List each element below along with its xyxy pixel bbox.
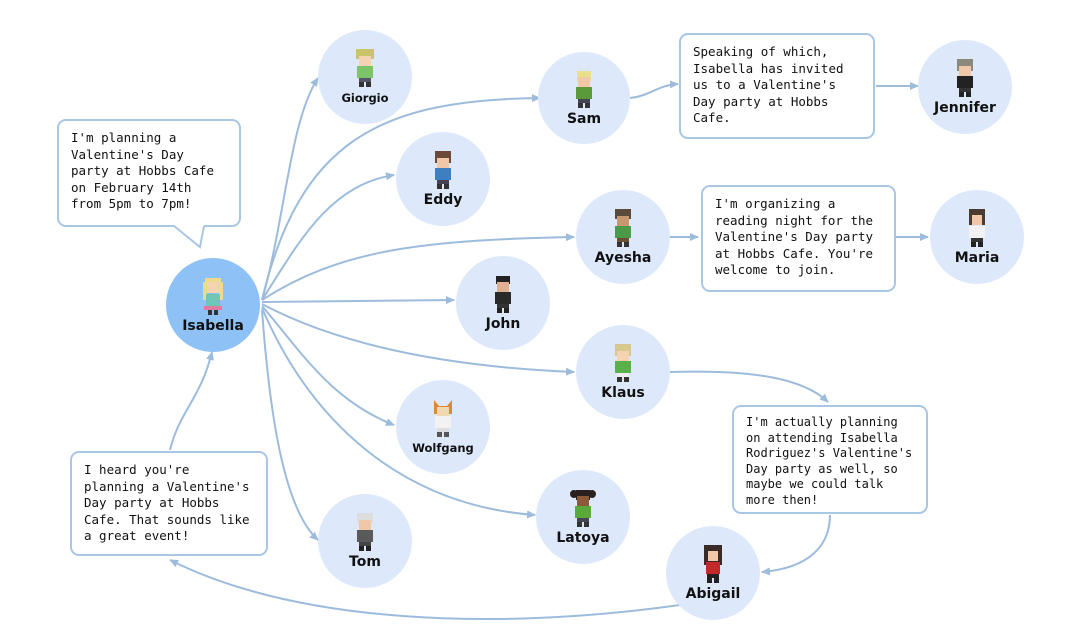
- giorgio-avatar-icon: [356, 49, 374, 87]
- node-label-maria: Maria: [954, 250, 1000, 266]
- arrow-isabella-john: [261, 296, 455, 305]
- arrow-isabella-tom: [261, 309, 319, 541]
- arrow-isabella-latoya: [261, 307, 536, 519]
- node-label-jennifer: Jennifer: [934, 100, 996, 116]
- john-avatar-icon: [495, 276, 511, 313]
- node-label-eddy: Eddy: [423, 192, 463, 208]
- node-label-sam: Sam: [566, 111, 602, 127]
- arrow-isabella-eddy: [261, 172, 395, 301]
- node-giorgio[interactable]: Giorgio: [318, 30, 412, 124]
- klaus-avatar-icon: [615, 344, 631, 382]
- speech-bubble-tail: [173, 225, 205, 249]
- node-label-klaus: Klaus: [601, 385, 645, 401]
- node-label-ayesha: Ayesha: [594, 250, 652, 266]
- node-label-giorgio: Giorgio: [341, 91, 389, 105]
- isabella-avatar-icon: [203, 278, 223, 315]
- speech-bubble-klaus: I'm actually planning on attending Isabe…: [732, 405, 928, 514]
- arrow-bubble-isabella: [169, 351, 214, 451]
- arrow-isabella-ayesha: [261, 233, 575, 301]
- arrow-abigail-bubble: [169, 559, 681, 620]
- arrow-sam-bubble: [629, 80, 679, 99]
- speech-bubble-sam: Speaking of which, Isabella has invited …: [679, 33, 875, 139]
- node-sam[interactable]: Sam: [538, 52, 630, 144]
- node-label-abigail: Abigail: [685, 586, 741, 602]
- arrow-klausbubble-abigail: [761, 514, 831, 576]
- node-klaus[interactable]: Klaus: [576, 325, 670, 419]
- node-latoya[interactable]: Latoya: [536, 470, 630, 564]
- node-ayesha[interactable]: Ayesha: [576, 190, 670, 284]
- ayesha-avatar-icon: [615, 209, 631, 247]
- node-tom[interactable]: Tom: [318, 494, 412, 588]
- arrow-isabella-wolfgang: [261, 305, 395, 426]
- node-label-tom: Tom: [349, 554, 381, 570]
- abigail-avatar-icon: [704, 545, 722, 583]
- node-label-isabella: Isabella: [182, 318, 244, 334]
- arrow-klaus-bubble: [669, 370, 829, 403]
- node-maria[interactable]: Maria: [930, 190, 1024, 284]
- maria-avatar-icon: [969, 209, 985, 247]
- sam-avatar-icon: [576, 71, 592, 108]
- node-abigail[interactable]: Abigail: [666, 526, 760, 620]
- speech-bubble-abigail: I heard you're planning a Valentine's Da…: [70, 451, 268, 556]
- node-john[interactable]: John: [456, 256, 550, 350]
- eddy-avatar-icon: [435, 151, 451, 189]
- node-wolfgang[interactable]: Wolfgang: [396, 380, 490, 474]
- speech-bubble-isabella: I'm planning a Valentine's Day party at …: [57, 119, 241, 227]
- latoya-avatar-icon: [570, 490, 596, 527]
- tom-avatar-icon: [357, 513, 373, 551]
- node-label-john: John: [485, 316, 521, 332]
- node-isabella[interactable]: Isabella: [166, 258, 260, 352]
- node-eddy[interactable]: Eddy: [396, 132, 490, 226]
- jennifer-avatar-icon: [957, 59, 973, 97]
- node-label-latoya: Latoya: [556, 530, 610, 546]
- node-label-wolfgang: Wolfgang: [412, 441, 474, 455]
- arrow-isabella-klaus: [261, 303, 575, 376]
- speech-bubble-ayesha: I'm organizing a reading night for the V…: [701, 185, 896, 292]
- node-jennifer[interactable]: Jennifer: [918, 40, 1012, 134]
- wolfgang-avatar-icon: [434, 400, 452, 437]
- arrow-isabella-sam: [261, 94, 541, 301]
